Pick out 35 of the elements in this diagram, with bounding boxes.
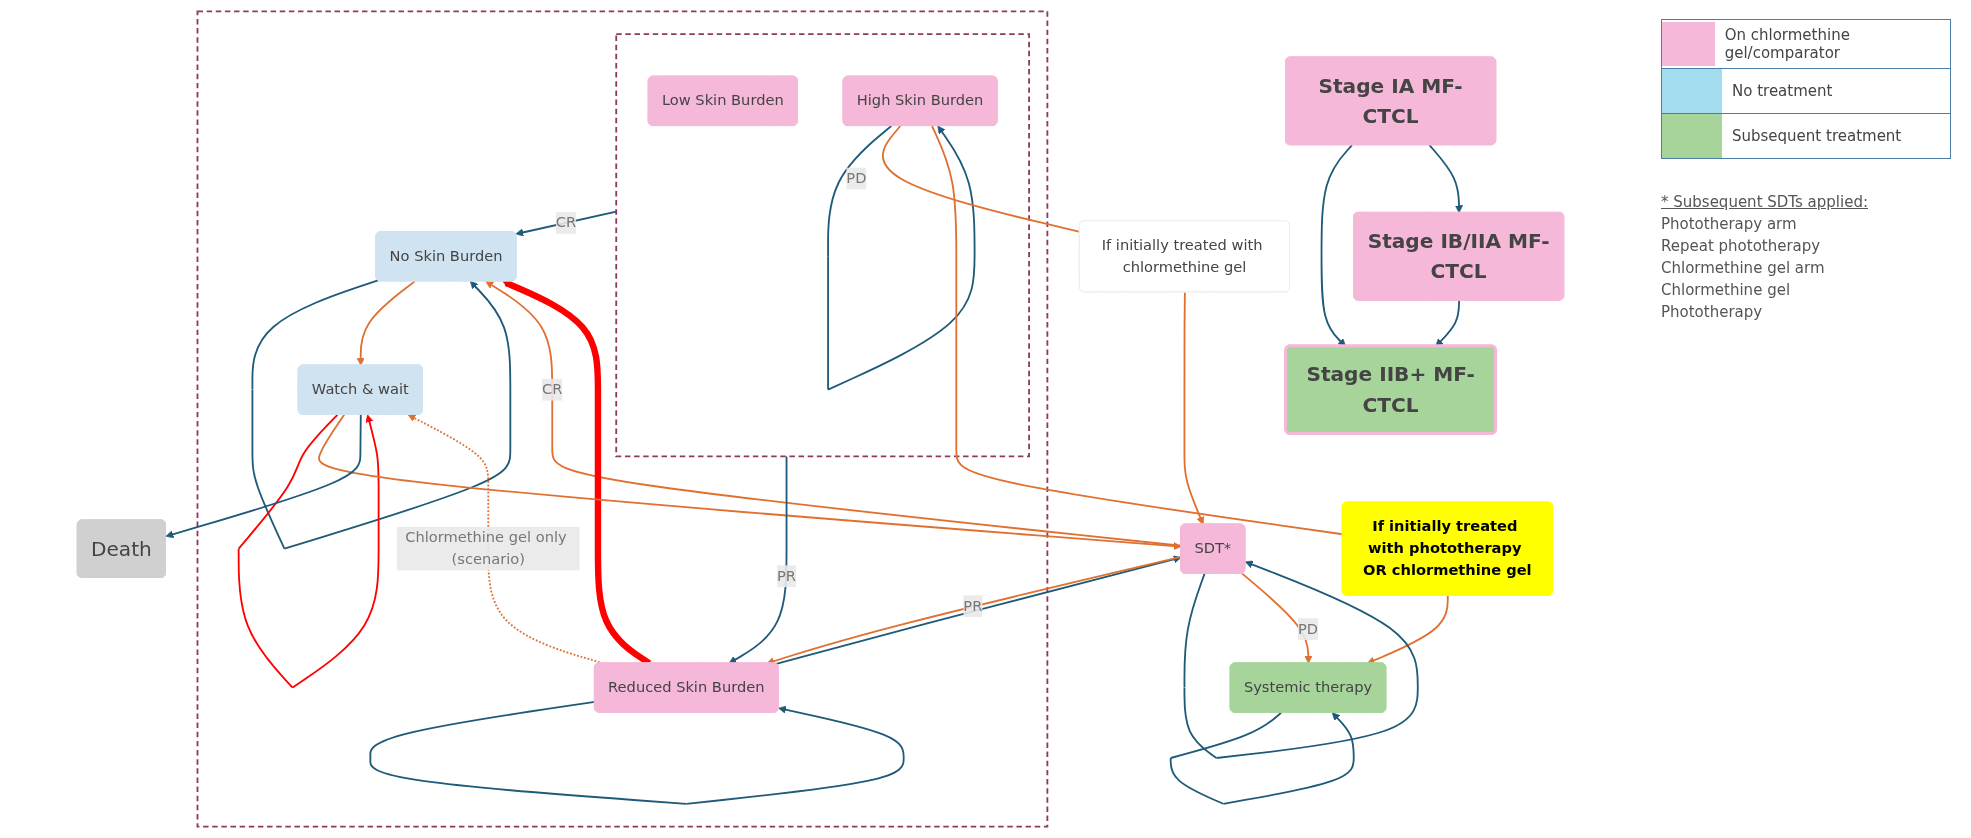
arrow: [165, 413, 362, 539]
note-text: Repeat phototherapy: [1661, 237, 1822, 255]
arrow: [356, 280, 416, 366]
note-text: * Subsequent SDTs applied:: [1661, 193, 1869, 211]
node-text: If initially treated with chlormethine gel: [1101, 236, 1263, 276]
arrow: [1428, 144, 1463, 214]
edge-label: PR: [777, 567, 797, 585]
note-text: Chlormethine gel arm: [1661, 259, 1826, 277]
edge-label: CR: [542, 380, 563, 398]
arrow: [827, 125, 976, 391]
arrow: [1183, 291, 1205, 525]
arrow: [515, 210, 618, 237]
legend-label: On chlormethine gel/comparator: [1723, 25, 1851, 64]
arrow: [728, 455, 788, 664]
edge-label: PR: [963, 597, 983, 615]
connector: [882, 125, 1081, 233]
edge-label: Chlormethine gel only (scenario): [405, 528, 567, 568]
legend-label: Subsequent treatment: [1731, 126, 1903, 147]
note-text: Phototherapy arm: [1661, 215, 1798, 233]
arrow: [251, 279, 512, 550]
edge-label: PD: [1297, 619, 1319, 638]
cluster: [615, 33, 1030, 458]
cluster: [196, 10, 1049, 828]
note-text: Phototherapy: [1661, 303, 1764, 321]
arrow: [1241, 572, 1313, 664]
edge-label: CR: [555, 213, 577, 232]
connector: [931, 125, 1344, 536]
arrow: [318, 413, 1182, 551]
arrow: [1183, 560, 1419, 759]
arrow: [237, 413, 380, 689]
note-text: Chlormethine gel: [1661, 281, 1792, 299]
arrow: [369, 700, 905, 805]
legend-label: No treatment: [1731, 81, 1834, 102]
edge-label: PD: [846, 169, 867, 187]
arrow: [1169, 711, 1355, 805]
